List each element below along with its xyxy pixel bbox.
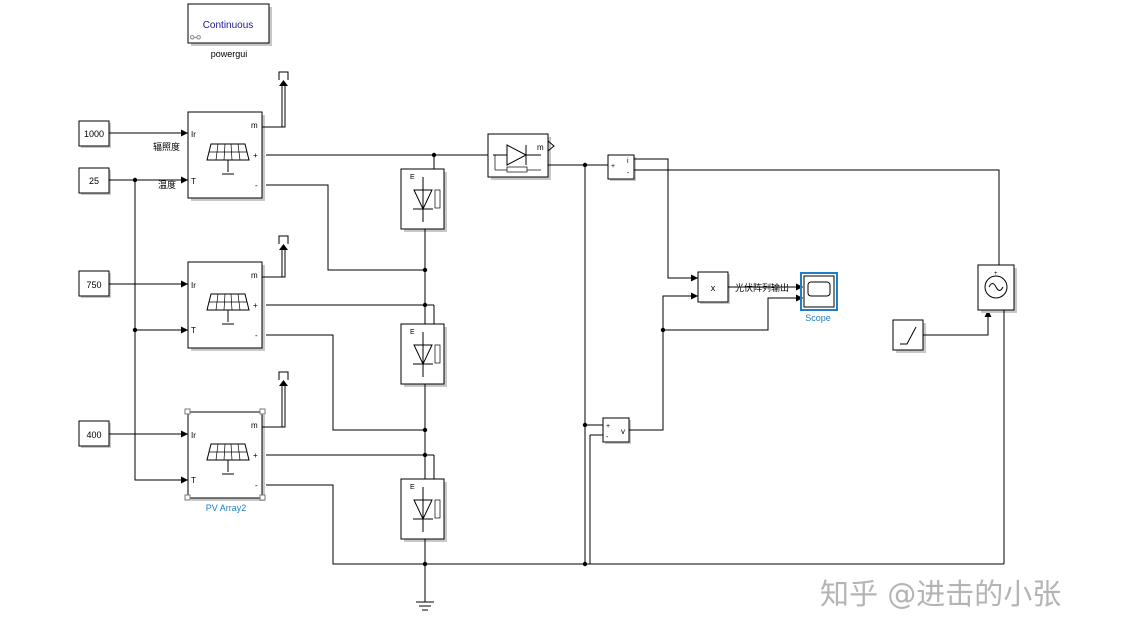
- bypass-diode-1[interactable]: E: [400, 168, 447, 232]
- signal-line: [663, 294, 803, 331]
- port-label-e: E: [410, 174, 415, 181]
- pv-array-block-2[interactable]: Ir T m + -: [187, 261, 265, 351]
- power-line: [266, 334, 425, 431]
- bypass-diode-2[interactable]: E: [400, 323, 447, 387]
- solar-panel-icon: [206, 143, 250, 175]
- signal-line: [923, 310, 992, 336]
- bypass-diode-3[interactable]: E: [400, 478, 447, 542]
- temperature-signal-label: 温度: [158, 179, 176, 191]
- ground-icon: [416, 595, 434, 611]
- current-measurement-block[interactable]: + i -: [607, 154, 636, 181]
- constant-irradiance-1000[interactable]: 1000: [78, 120, 111, 148]
- signal-line: [134, 180, 188, 484]
- port-label-minus: -: [255, 481, 258, 490]
- port-label-plus: +: [994, 271, 998, 277]
- constant-irradiance-750[interactable]: 750: [78, 270, 111, 298]
- product-block[interactable]: x: [697, 271, 730, 304]
- port-label-i: i: [627, 158, 629, 165]
- goto-tag-icon: [278, 71, 289, 80]
- port-label-m: m: [251, 421, 258, 430]
- signal-line: [629, 292, 698, 431]
- voltage-measurement-block[interactable]: + - v: [602, 417, 631, 444]
- port-label-plus: +: [253, 301, 258, 310]
- series-diode-block[interactable]: m: [487, 133, 555, 180]
- constant-irradiance-400[interactable]: 400: [78, 420, 111, 448]
- measurement-bus: [265, 386, 286, 428]
- measurement-bus: [265, 250, 286, 278]
- port-label-m: m: [251, 271, 258, 280]
- port-label-t: T: [191, 177, 196, 186]
- port-label-m: m: [251, 121, 258, 130]
- watermark: 知乎 @进击的小张: [820, 577, 1061, 611]
- power-line: [634, 169, 1000, 265]
- power-line: [548, 164, 586, 564]
- port-label-e: E: [410, 484, 415, 491]
- goto-tag-icon: [278, 371, 289, 380]
- port-label-minus: -: [606, 434, 609, 441]
- port-label-t: T: [191, 476, 196, 485]
- constant-value: 750: [86, 280, 101, 290]
- powergui-mode-label: Continuous: [203, 20, 254, 31]
- port-label-e: E: [410, 329, 415, 336]
- port-label-minus: -: [255, 181, 258, 190]
- scope-block[interactable]: Scope: [800, 272, 838, 323]
- port-label-plus: +: [606, 423, 610, 430]
- selection-handles[interactable]: [184, 408, 266, 501]
- port-label-v: v: [621, 427, 625, 436]
- constant-value: 25: [89, 176, 99, 186]
- powergui-block[interactable]: Continuous ⚯: [187, 3, 272, 46]
- port-label-plus: +: [253, 151, 258, 160]
- power-line: [266, 184, 425, 271]
- power-line: [266, 484, 1004, 565]
- goto-tag-icon: [278, 235, 289, 244]
- pv-array-block-3[interactable]: Ir T m + -: [184, 408, 266, 501]
- constant-value: 400: [86, 430, 101, 440]
- port-label-plus: +: [611, 163, 615, 170]
- controlled-voltage-source-block[interactable]: +: [977, 264, 1017, 313]
- measurement-bus: [265, 86, 286, 128]
- solar-panel-icon: [206, 443, 250, 475]
- port-label-ir: Ir: [191, 130, 196, 139]
- irradiance-signal-label: 辐照度: [153, 141, 180, 153]
- link-icon: ⚯: [190, 31, 201, 46]
- port-label-minus: -: [255, 331, 258, 340]
- scope-name[interactable]: Scope: [805, 313, 831, 323]
- pv-output-signal-label: 光伏阵列输出: [735, 282, 789, 294]
- port-label-ir: Ir: [191, 281, 196, 290]
- ramp-block[interactable]: [892, 319, 926, 353]
- port-label-m: m: [537, 143, 544, 152]
- constant-value: 1000: [84, 129, 104, 139]
- product-symbol: x: [711, 283, 716, 293]
- port-label-minus: -: [627, 170, 630, 177]
- pv-array-name[interactable]: PV Array2: [206, 503, 247, 513]
- pv-array-block-1[interactable]: Ir T m + -: [187, 111, 265, 201]
- powergui-name: powergui: [211, 49, 248, 59]
- port-label-ir: Ir: [191, 431, 196, 440]
- solar-panel-icon: [206, 293, 250, 325]
- signal-line: [634, 158, 698, 282]
- port-label-plus: +: [253, 451, 258, 460]
- constant-temperature-25[interactable]: 25: [78, 167, 111, 195]
- port-label-t: T: [191, 326, 196, 335]
